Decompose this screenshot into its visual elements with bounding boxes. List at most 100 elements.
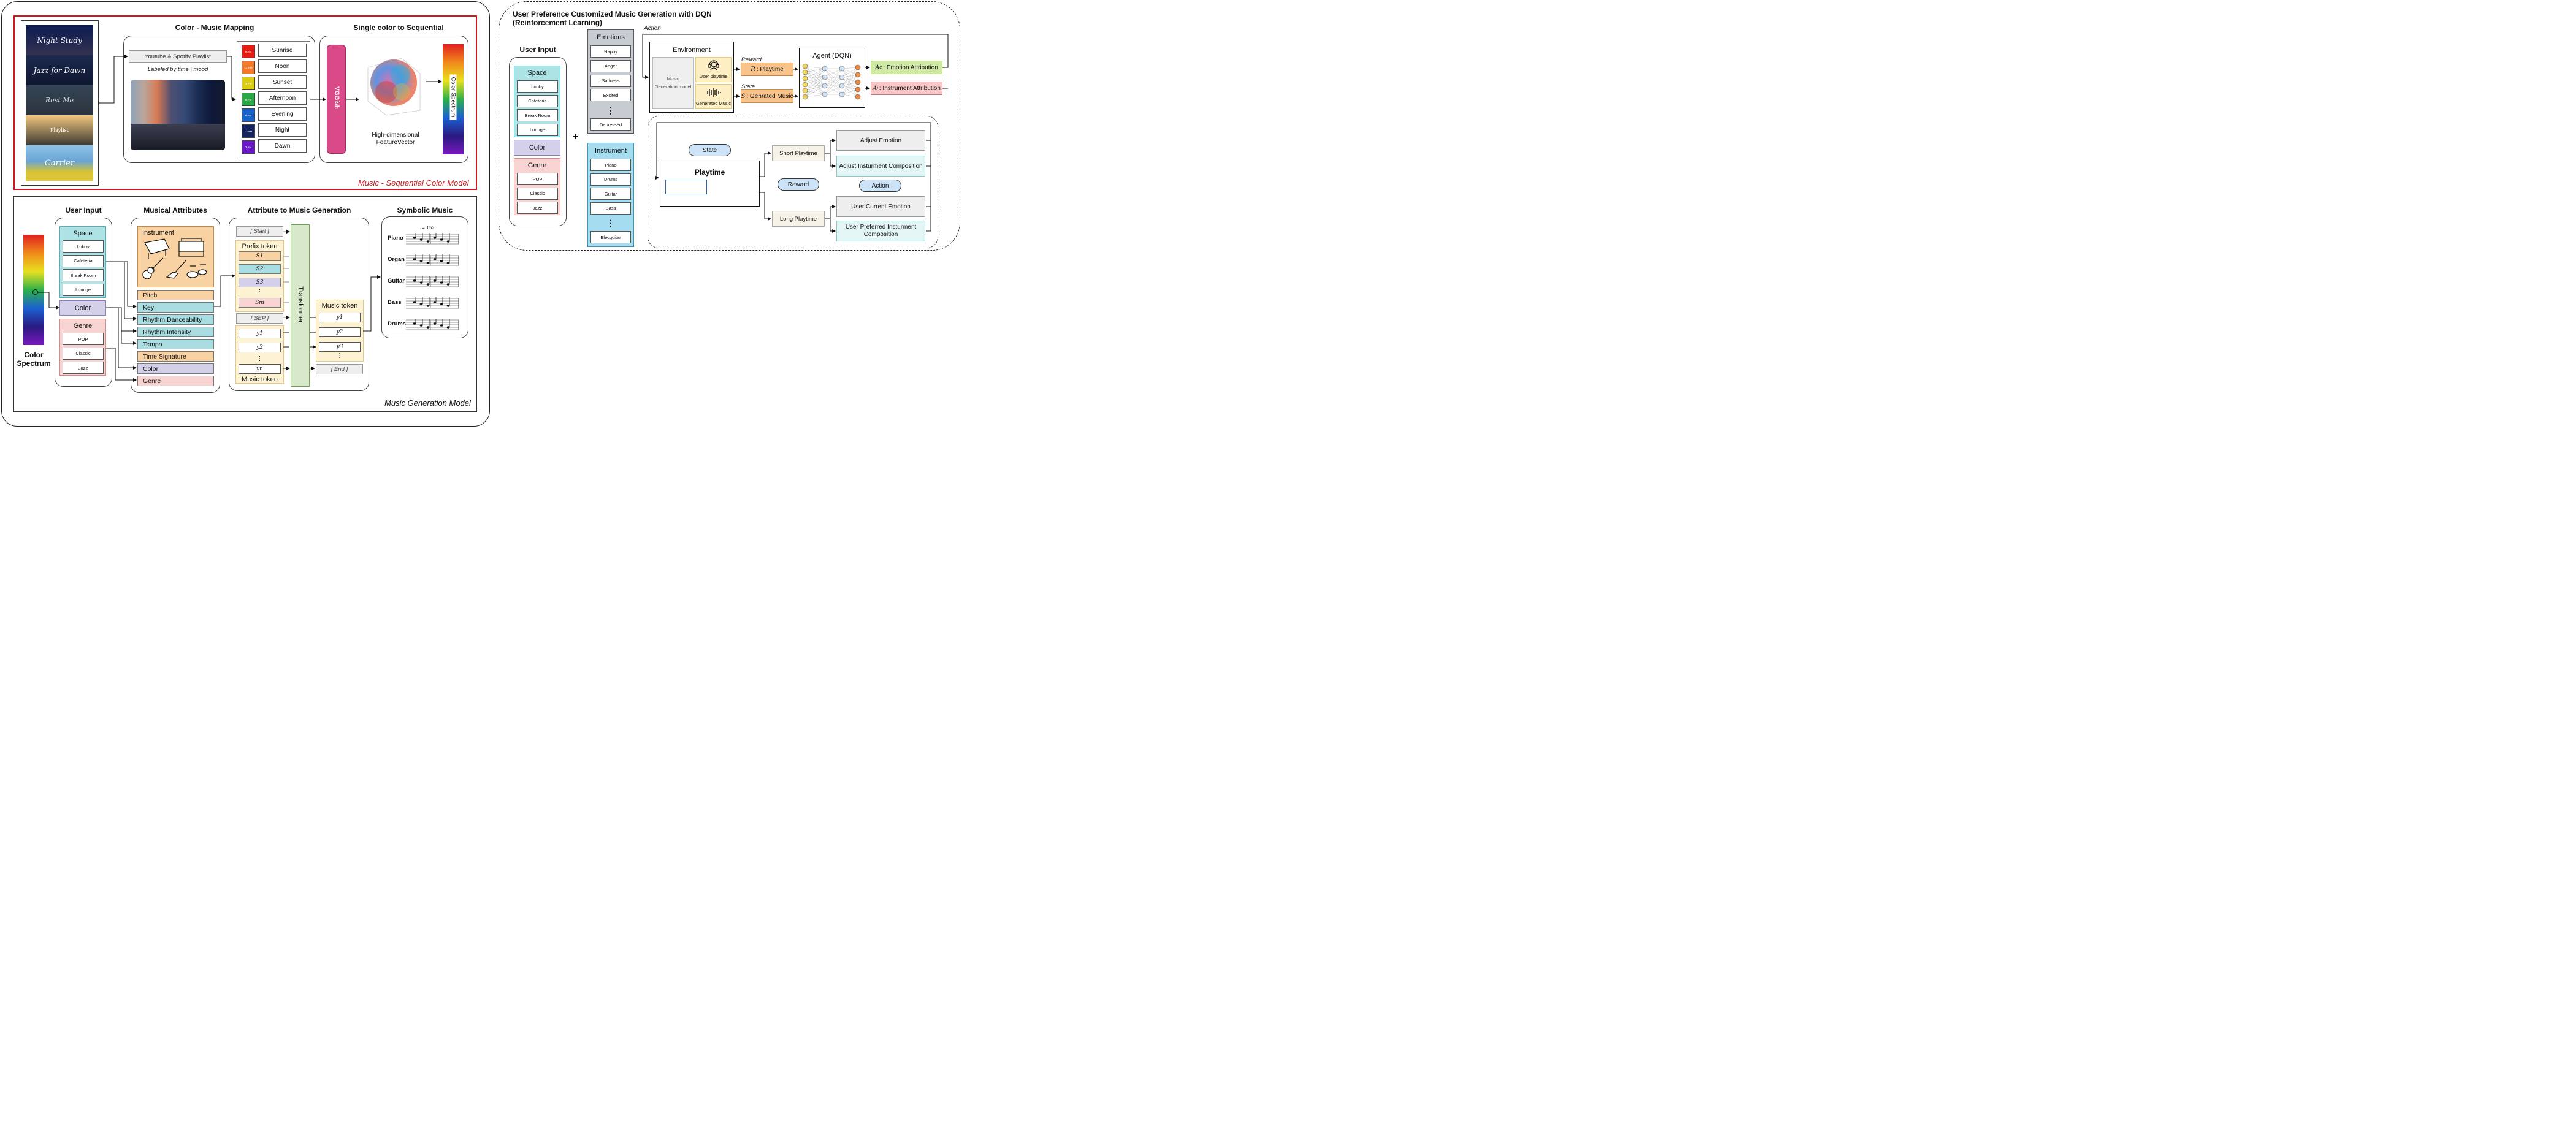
space-item: Lobby bbox=[63, 240, 104, 253]
adjust-emotion-box: Adjust Emotion bbox=[836, 130, 925, 151]
rl-color-box: Color bbox=[514, 140, 560, 156]
instrument-staff-label: Drums bbox=[388, 321, 407, 327]
city-photo bbox=[131, 80, 225, 150]
playtime-input bbox=[665, 180, 707, 194]
time-name: Evening bbox=[258, 107, 307, 121]
genre-item: Classic bbox=[517, 187, 558, 200]
long-playtime-box: Long Playtime bbox=[772, 211, 825, 227]
attribute-item: Rhythm Danceability bbox=[137, 314, 214, 325]
instrument-staff-label: Piano bbox=[388, 235, 403, 241]
instrument-icons bbox=[142, 238, 207, 279]
reward-pill: Reward bbox=[778, 178, 819, 191]
s-token: Sm bbox=[239, 298, 281, 308]
feature-vector-line1: High-dimensional bbox=[372, 132, 419, 139]
genre-item: POP bbox=[63, 333, 104, 345]
color-music-mapping-title: Color - Music Mapping bbox=[175, 23, 254, 32]
feature-vector-line2: FeatureVector bbox=[376, 139, 415, 146]
space-item: Lounge bbox=[517, 123, 558, 136]
action-pill: Action bbox=[859, 180, 901, 192]
headphone-icon bbox=[708, 60, 719, 71]
state-pill: State bbox=[689, 144, 731, 156]
s-token: S1 bbox=[239, 251, 281, 261]
state-box: S: Genrated Music bbox=[741, 89, 793, 103]
single-to-sequential-title: Single color to Sequential bbox=[353, 23, 444, 32]
reward-box: R: Playtime bbox=[741, 63, 793, 76]
neural-network-icon bbox=[802, 63, 861, 100]
attr-to-gen-title: Attribute to Music Generation bbox=[247, 206, 351, 215]
time-name: Noon bbox=[258, 59, 307, 73]
emotions-title: Emotions bbox=[597, 34, 625, 41]
s-token: S2 bbox=[239, 264, 281, 274]
out-token: y2 bbox=[319, 327, 361, 337]
sep-token: [ SEP ] bbox=[236, 313, 283, 324]
instrument-item: ⋮ bbox=[606, 218, 615, 228]
playtime-title: Playtime bbox=[694, 168, 725, 177]
instrument-staff-label: Organ bbox=[388, 256, 405, 263]
out-token-title: Music token bbox=[321, 302, 358, 310]
time-swatch: 6 AM bbox=[242, 45, 255, 58]
gen-genre-title: Genre bbox=[73, 322, 93, 330]
instrument-item: Drums bbox=[590, 173, 631, 186]
plus-sign: + bbox=[573, 132, 579, 142]
staff bbox=[406, 276, 459, 287]
poster-jazz-for-dawn: Jazz for Dawn bbox=[26, 55, 93, 85]
instrument-title: Instrument bbox=[595, 147, 627, 154]
s-token: S3 bbox=[239, 278, 281, 287]
vggish-label: VGGish bbox=[333, 86, 340, 109]
emotion-item: ⋮ bbox=[606, 105, 615, 115]
time-swatch: 3 PM bbox=[242, 77, 255, 90]
space-item: Lobby bbox=[517, 80, 558, 93]
instrument-item: Piano bbox=[590, 159, 631, 171]
instrument-label: Instrument bbox=[142, 229, 174, 237]
sequential-color-model-frame bbox=[13, 15, 477, 190]
tempo-mark: ♩= 152 bbox=[419, 226, 435, 230]
time-name: Sunset bbox=[258, 75, 307, 89]
time-swatch: 6 PM bbox=[242, 93, 255, 106]
time-name: Night bbox=[258, 123, 307, 137]
playlist-box: Youtube & Spotify Playlist bbox=[129, 50, 227, 63]
musical-attributes-title: Musical Attributes bbox=[143, 206, 207, 215]
generation-model-label: Music Generation Model bbox=[384, 398, 471, 408]
prefix-token-title: Prefix token bbox=[242, 243, 278, 250]
genre-item: Jazz bbox=[517, 202, 558, 214]
sequential-color-model-label: Music - Sequential Color Model bbox=[358, 178, 469, 188]
y-token: y2 bbox=[239, 343, 281, 352]
y-token-ellipsis: ⋮ bbox=[256, 355, 263, 362]
gen-color-box: Color bbox=[59, 300, 106, 316]
staff bbox=[406, 319, 459, 330]
attribute-item: Time Signature bbox=[137, 351, 214, 362]
y-token: yn bbox=[239, 364, 281, 374]
spectrum-caption-1: Color bbox=[24, 351, 44, 359]
agent-title: Agent (DQN) bbox=[812, 52, 852, 59]
transformer-block bbox=[291, 224, 310, 387]
genre-item: Jazz bbox=[63, 362, 104, 374]
attribute-item: Key bbox=[137, 302, 214, 313]
rl-title-line2: (Reinforcement Learning) bbox=[513, 18, 603, 27]
instrument-item: Elecguitar bbox=[590, 231, 631, 243]
emotion-item: Happy bbox=[590, 45, 631, 58]
spectrum-pointer bbox=[32, 289, 38, 295]
time-swatch: 9 PM bbox=[242, 108, 255, 122]
out-token: y1 bbox=[319, 313, 361, 322]
instrument-staff-label: Guitar bbox=[388, 278, 405, 284]
rl-space-title: Space bbox=[527, 69, 547, 77]
out-token-ellipsis: ⋮ bbox=[337, 352, 343, 359]
space-item: Break Room bbox=[63, 269, 104, 281]
staff bbox=[406, 297, 459, 309]
generation-model-l1: Music bbox=[667, 76, 679, 82]
spectrum-caption-2: Spectrum bbox=[17, 359, 51, 368]
emotion-item: Depressed bbox=[590, 118, 631, 131]
emotion-item: Excited bbox=[590, 89, 631, 102]
state-label: State bbox=[741, 83, 755, 90]
space-item: Cafeteria bbox=[63, 254, 104, 267]
generation-model-frame bbox=[13, 196, 477, 412]
attribute-item: Tempo bbox=[137, 339, 214, 349]
emotion-item: Anger bbox=[590, 59, 631, 72]
genre-item: Classic bbox=[63, 347, 104, 360]
preferred-instrument-box: User Preferred Insturment Composition bbox=[836, 221, 925, 241]
poster-night-study: Night Study bbox=[26, 25, 93, 55]
instrument-item: Guitar bbox=[590, 188, 631, 200]
space-item: Cafeteria bbox=[517, 94, 558, 107]
